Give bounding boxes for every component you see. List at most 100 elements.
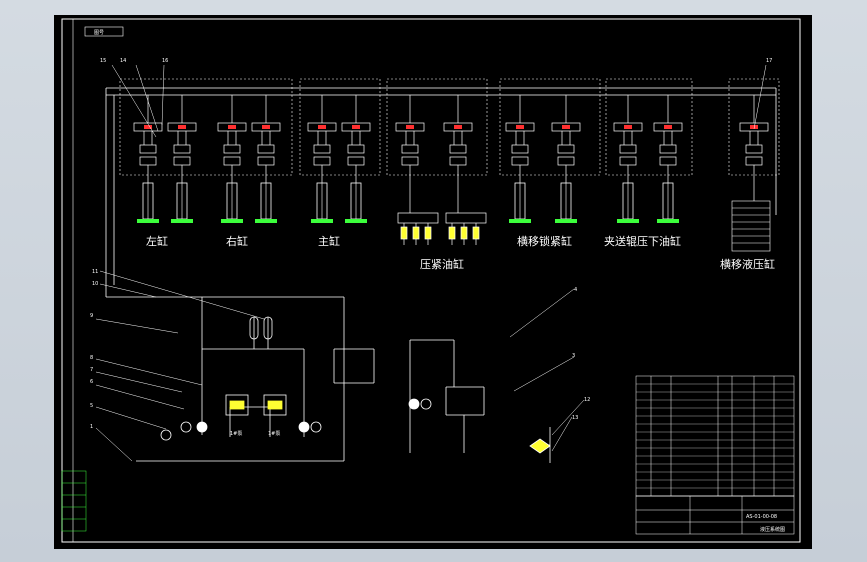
throttle-valve <box>139 156 157 166</box>
callout-15: 15 <box>100 58 106 64</box>
drawing-sheet: 图号 <box>54 15 812 549</box>
label-left-cylinder: 左缸 <box>146 234 168 248</box>
directional-valve <box>341 122 371 132</box>
pressure-main-line <box>105 87 777 297</box>
valve-column <box>505 95 535 223</box>
directional-valve <box>167 122 197 132</box>
clamp-cylinder-bank <box>397 212 487 245</box>
valve-column <box>167 95 197 223</box>
valve-column <box>217 95 247 223</box>
directional-valve <box>217 122 247 132</box>
directional-valve <box>307 122 337 132</box>
corner-tag: 图号 <box>94 30 104 36</box>
cylinder-rod-end <box>509 219 531 223</box>
solenoid-icon <box>144 125 152 129</box>
callout-12: 12 <box>584 397 590 403</box>
throttle-valve <box>257 156 275 166</box>
directional-valve <box>739 122 769 132</box>
valve-column <box>395 95 425 213</box>
callout-16: 16 <box>162 58 168 64</box>
inner-frame <box>72 18 801 543</box>
callout-3: 3 <box>572 353 575 359</box>
cooler <box>529 438 551 454</box>
callout-1: 1 <box>90 424 93 430</box>
callout-13: 13 <box>572 415 578 421</box>
throttle-valve <box>619 156 637 166</box>
outer-frame <box>61 18 801 543</box>
throttle-valve <box>347 156 365 166</box>
callout-10: 10 <box>92 281 98 287</box>
check-valve <box>139 144 157 154</box>
directional-valve <box>613 122 643 132</box>
parts-list <box>635 375 795 497</box>
relief-valves <box>225 394 287 416</box>
callout-6: 6 <box>90 379 93 385</box>
corner-tag-box <box>84 26 124 37</box>
valve-column <box>613 95 643 223</box>
valve-column <box>739 95 769 201</box>
check-valve <box>557 144 575 154</box>
cylinder-rod-end <box>657 219 679 223</box>
solenoid-icon <box>454 125 462 129</box>
check-valve <box>257 144 275 154</box>
solenoid-icon <box>318 125 326 129</box>
callout-9: 9 <box>90 313 93 319</box>
throttle-valve <box>745 156 763 166</box>
callout-14: 14 <box>120 58 126 64</box>
callout-8: 8 <box>90 355 93 361</box>
check-valve <box>619 144 637 154</box>
pump-label-1: 1#泵 <box>230 431 242 437</box>
check-valve <box>449 144 467 154</box>
cylinder-rod-end <box>617 219 639 223</box>
title-block-drawing-no: AS-01-00-08 <box>746 514 777 520</box>
callout-5: 5 <box>90 403 93 409</box>
revision-block <box>61 470 87 532</box>
solenoid-icon <box>228 125 236 129</box>
valve-column <box>341 95 371 223</box>
directional-valve <box>653 122 683 132</box>
leader-lines <box>95 64 767 462</box>
valve-columns <box>133 95 769 223</box>
directional-valve <box>251 122 281 132</box>
power-unit-circuit <box>106 296 551 463</box>
cylinder-rod-end <box>311 219 333 223</box>
solenoid-icon <box>562 125 570 129</box>
throttle-valve <box>401 156 419 166</box>
check-valve <box>173 144 191 154</box>
throttle-valve <box>313 156 331 166</box>
valve-column <box>307 95 337 223</box>
valve-column <box>443 95 473 213</box>
check-valve <box>511 144 529 154</box>
callout-4: 4 <box>574 287 577 293</box>
solenoid-icon <box>664 125 672 129</box>
check-valve <box>347 144 365 154</box>
directional-valve <box>395 122 425 132</box>
solenoid-icon <box>178 125 186 129</box>
label-clamp-cylinder: 压紧油缸 <box>420 257 464 271</box>
traverse-press-cylinder-stack <box>731 200 771 252</box>
directional-valve <box>551 122 581 132</box>
accumulators <box>249 316 273 340</box>
directional-valve <box>505 122 535 132</box>
throttle-valve <box>449 156 467 166</box>
valve-column <box>551 95 581 223</box>
label-right-cylinder: 右缸 <box>226 234 248 248</box>
cylinder-rod-end <box>255 219 277 223</box>
throttle-valve <box>659 156 677 166</box>
solenoid-icon <box>624 125 632 129</box>
title-block <box>635 495 795 535</box>
cylinder-rod-end <box>555 219 577 223</box>
solenoid-icon <box>262 125 270 129</box>
title-block-name: 液压系统图 <box>760 526 785 533</box>
parts-list-rows <box>636 383 794 497</box>
directional-valve <box>133 122 163 132</box>
label-main-cylinder: 主缸 <box>318 234 340 248</box>
solenoid-icon <box>516 125 524 129</box>
label-traverse-lock-cylinder: 横移锁紧缸 <box>517 234 572 248</box>
cylinder-rod-end <box>221 219 243 223</box>
valve-column <box>133 95 163 223</box>
check-valve <box>401 144 419 154</box>
pump-motors <box>160 398 432 441</box>
